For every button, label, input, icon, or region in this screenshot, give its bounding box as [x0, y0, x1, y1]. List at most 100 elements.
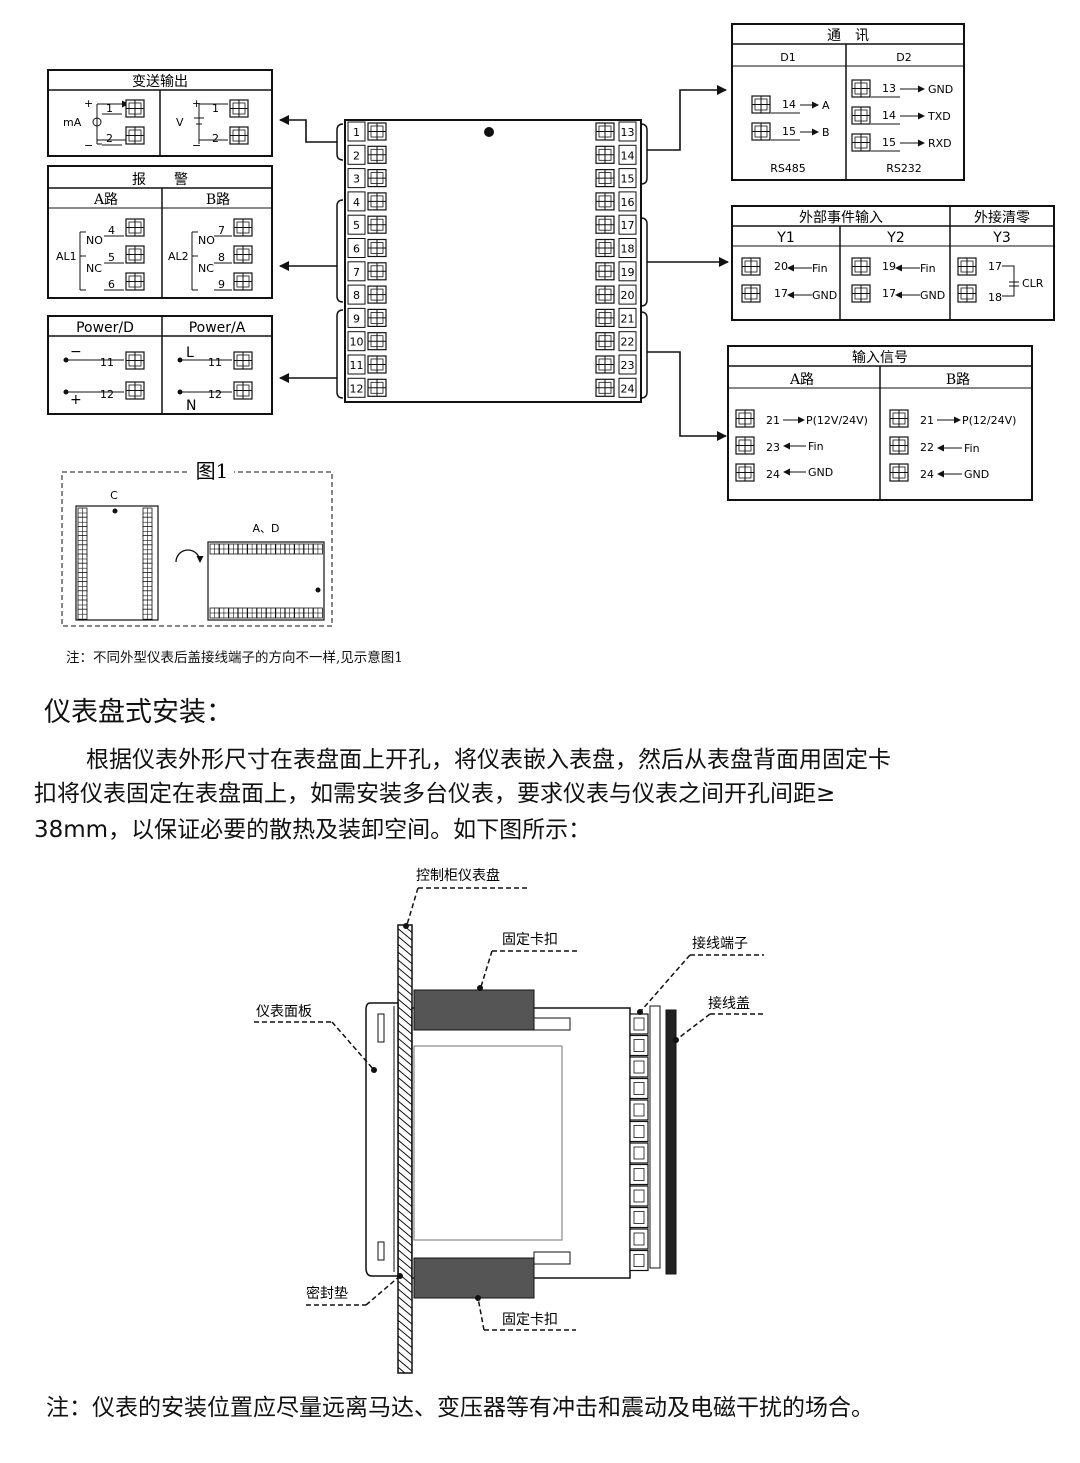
svg-text:Y2: Y2 — [886, 230, 904, 246]
svg-text:NO: NO — [86, 234, 103, 247]
svg-text:RS232: RS232 — [886, 162, 922, 175]
svg-text:P(12/24V): P(12/24V) — [962, 414, 1016, 427]
svg-text:13: 13 — [882, 82, 896, 95]
alarm-box: 报 警 A路 B路 AL1 NO NC 4 5 6 AL2 NO NC 7 8 … — [47, 165, 273, 299]
transmit-v-label: V — [176, 116, 184, 129]
svg-text:RXD: RXD — [928, 137, 952, 150]
svg-text:TXD: TXD — [927, 110, 951, 123]
label-terminal: 接线端子 — [692, 935, 748, 952]
svg-text:GND: GND — [964, 468, 989, 481]
svg-text:5: 5 — [108, 251, 115, 264]
alarm-a-route: A路 — [93, 192, 118, 208]
svg-text:11: 11 — [100, 356, 114, 369]
meter-terminal-number: 20 — [621, 289, 635, 302]
svg-text:L: L — [186, 345, 194, 361]
svg-text:GND: GND — [920, 289, 945, 302]
svg-text:18: 18 — [988, 291, 1002, 304]
meter-terminal-number: 8 — [353, 289, 360, 302]
meter-terminal-number: 19 — [621, 266, 635, 279]
svg-text:NC: NC — [198, 262, 214, 275]
svg-text:11: 11 — [208, 356, 222, 369]
figure1: 图1 C A、D — [61, 459, 333, 627]
svg-text:9: 9 — [218, 278, 225, 291]
svg-text:AL1: AL1 — [56, 250, 77, 263]
figure1-label-ad: A、D — [253, 522, 280, 535]
svg-text:19: 19 — [882, 260, 896, 273]
svg-text:2: 2 — [106, 132, 113, 145]
svg-text:6: 6 — [108, 278, 115, 291]
svg-text:NC: NC — [86, 262, 102, 275]
note-install: 注：仪表的安装位置应尽量远离马达、变压器等有冲击和震动及电磁干扰的场合。 — [46, 1395, 874, 1421]
svg-text:12: 12 — [208, 388, 222, 401]
svg-text:2: 2 — [212, 132, 219, 145]
svg-text:GND: GND — [928, 83, 953, 96]
svg-text:Fin: Fin — [920, 262, 936, 275]
meter-terminal-number: 7 — [353, 266, 360, 279]
meter-terminal-number: 23 — [621, 359, 635, 372]
svg-text:1: 1 — [106, 102, 113, 115]
meter-terminal-number: 6 — [353, 243, 360, 256]
svg-text:17: 17 — [882, 287, 896, 300]
svg-text:14: 14 — [882, 109, 896, 122]
meter-terminal-number: 17 — [621, 219, 635, 232]
svg-text:Fin: Fin — [812, 262, 828, 275]
comm-title: 通 讯 — [827, 28, 869, 44]
transmit-ma-label: mA — [63, 116, 82, 129]
figure1-caption: 图1 — [196, 459, 229, 483]
input-title: 输入信号 — [852, 350, 908, 366]
svg-text:AL2: AL2 — [168, 250, 189, 263]
meter-terminal-number: 15 — [621, 173, 635, 186]
svg-text:1: 1 — [212, 102, 219, 115]
svg-text:B路: B路 — [946, 372, 970, 388]
svg-text:15: 15 — [882, 136, 896, 149]
meter-terminal-number: 2 — [353, 149, 360, 162]
svg-text:+: + — [84, 97, 93, 110]
svg-text:+: + — [70, 392, 82, 408]
svg-text:7: 7 — [218, 224, 225, 237]
svg-text:P(12V/24V): P(12V/24V) — [806, 414, 868, 427]
communication-box: 通 讯 D1 D2 14 15 A B RS485 13 14 15 GND T… — [731, 23, 965, 181]
note-figure1: 注：不同外型仪表后盖接线端子的方向不一样,见示意图1 — [66, 650, 403, 666]
svg-text:D2: D2 — [896, 51, 911, 64]
install-body-line2: 扣将仪表固定在表盘面上，如需安装多台仪表，要求仪表与仪表之间开孔间距≥ — [34, 781, 836, 807]
meter-terminal-number: 13 — [621, 126, 635, 139]
svg-text:NO: NO — [198, 234, 215, 247]
svg-text:D1: D1 — [780, 51, 795, 64]
power-a-title: Power/A — [189, 320, 246, 336]
label-clip-bottom: 固定卡扣 — [502, 1312, 558, 1328]
power-box: Power/D Power/A − 11 + 12 L 11 N 12 — [47, 315, 273, 415]
svg-text:21: 21 — [766, 414, 780, 427]
meter-terminal-number: 5 — [353, 219, 360, 232]
svg-text:21: 21 — [920, 414, 934, 427]
svg-text:8: 8 — [218, 251, 225, 264]
label-gasket: 密封垫 — [306, 1285, 348, 1302]
svg-text:23: 23 — [766, 441, 780, 454]
svg-text:A路: A路 — [789, 372, 814, 388]
meter-terminal-number: 9 — [353, 312, 360, 325]
svg-text:A: A — [822, 99, 830, 112]
event-title: 外部事件输入 — [799, 210, 883, 226]
install-heading: 仪表盘式安装： — [44, 697, 233, 728]
mounting-diagram: 控制柜仪表盘 固定卡扣 接线端子 接线盖 仪表面板 密封垫 固定卡扣 — [254, 867, 766, 1374]
meter-terminal-number: 1 — [353, 126, 360, 139]
svg-text:+: + — [192, 97, 201, 110]
install-body-line1: 根据仪表外形尺寸在表盘面上开孔，将仪表嵌入表盘，然后从表盘背面用固定卡 — [86, 747, 891, 773]
svg-text:Y3: Y3 — [992, 230, 1010, 246]
svg-text:RS485: RS485 — [770, 162, 806, 175]
svg-text:24: 24 — [766, 468, 780, 481]
meter-terminal-number: 24 — [621, 382, 635, 395]
svg-text:CLR: CLR — [1022, 277, 1044, 290]
svg-text:14: 14 — [782, 98, 796, 111]
meter-terminal-number: 18 — [621, 243, 635, 256]
meter-terminal-number: 14 — [621, 149, 635, 162]
svg-text:4: 4 — [108, 224, 115, 237]
power-d-title: Power/D — [76, 320, 134, 336]
transmit-title: 变送输出 — [132, 74, 188, 90]
transmit-output-box: 变送输出 mA + − 1 2 V + − 1 2 — [47, 69, 273, 157]
input-signal-box: 输入信号 A路 B路 21 23 24 P(12V/24V) Fin GND 2… — [727, 345, 1033, 501]
svg-text:−: − — [192, 139, 201, 152]
